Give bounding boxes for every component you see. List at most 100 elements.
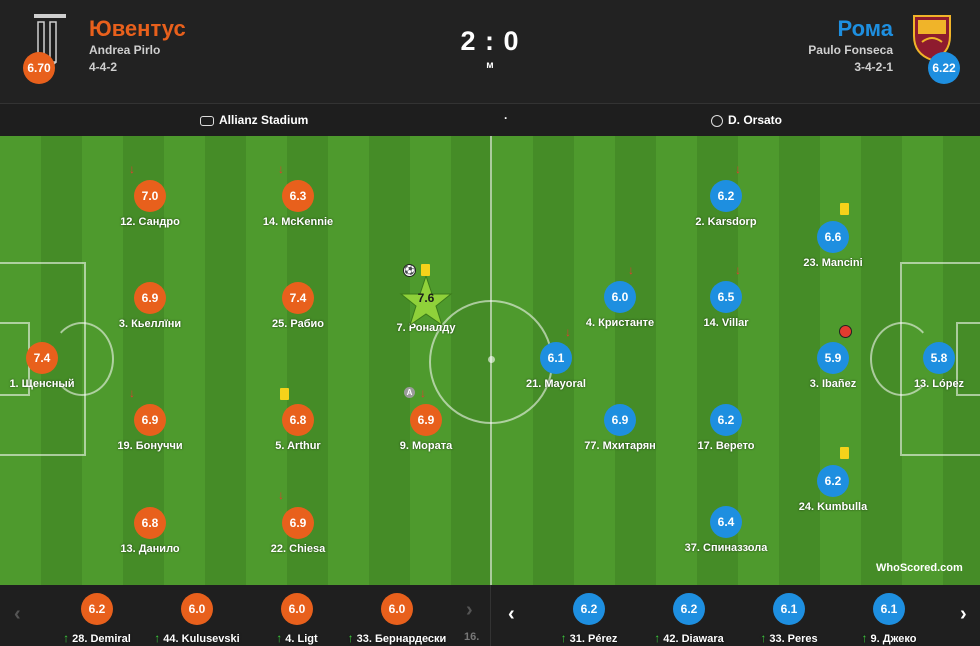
player-home-5[interactable]: 6.8 13. Данило — [90, 507, 210, 555]
player-home-11[interactable]: 6.9 9. Мората — [366, 404, 486, 452]
venue: Allianz Stadium — [200, 113, 308, 127]
sub-away-4[interactable]: 6.1 ↑9. Джеко — [834, 593, 944, 645]
sub-home-3[interactable]: 6.0 ↑4. Ligt — [242, 593, 352, 645]
sub-away-3[interactable]: 6.1 ↑33. Peres — [734, 593, 844, 645]
player-away-4[interactable]: 6.2 24. Kumbulla — [773, 465, 893, 513]
whoscored-logo: WhoScored.com — [876, 562, 963, 574]
player-name: 25. Рабио — [272, 318, 324, 330]
sub-label: 28. Demiral — [72, 633, 131, 645]
player-name: 23. Mancini — [803, 257, 863, 269]
player-rating: 6.2 — [81, 593, 113, 625]
player-name: 37. Спиназзола — [684, 542, 768, 554]
player-name: 13. López — [913, 378, 965, 390]
player-name: 19. Бонуччи — [117, 440, 183, 452]
player-away-1[interactable]: 5.8 13. López — [879, 342, 980, 390]
player-home-4[interactable]: 6.9 19. Бонуччи — [90, 404, 210, 452]
player-name: ↑44. Kulusevski — [142, 631, 252, 645]
player-away-7[interactable]: 6.2 17. Верето — [666, 404, 786, 452]
own-goal-icon — [839, 325, 852, 338]
sub-home-2[interactable]: 6.0 ↑44. Kulusevski — [142, 593, 252, 645]
home-penalty-arc — [50, 322, 114, 396]
away-formation: 3-4-2-1 — [854, 60, 893, 74]
player-home-10[interactable]: 7.6 7. Роналду — [366, 274, 486, 334]
referee-label: D. Orsato — [728, 113, 783, 127]
yellow-card-icon — [280, 388, 289, 400]
arrow-down-icon: ↓ — [420, 386, 426, 400]
player-name: 24. Kumbulla — [798, 501, 868, 513]
sub-label: 33. Peres — [769, 633, 818, 645]
player-home-1[interactable]: 7.4 1. Щенсный — [0, 342, 102, 390]
player-home-6[interactable]: 6.3 14. McKennie — [238, 180, 358, 228]
arrow-down-icon: ↓ — [129, 386, 135, 400]
player-home-7[interactable]: 7.4 25. Рабио — [238, 282, 358, 330]
away-coach: Paulo Fonseca — [808, 43, 893, 57]
player-name: 13. Данило — [120, 543, 180, 555]
player-name: ↑42. Diawara — [634, 631, 744, 645]
player-name: 22. Chiesa — [270, 543, 326, 555]
player-away-10[interactable]: 6.9 77. Мхитарян — [560, 404, 680, 452]
player-name: 4. Кристанте — [585, 317, 655, 329]
player-rating: 6.8 — [282, 404, 314, 436]
player-rating: 6.9 — [282, 507, 314, 539]
player-away-9[interactable]: 6.0 4. Кристанте — [560, 281, 680, 329]
stadium-icon — [200, 115, 214, 126]
chevron-left-icon[interactable]: ‹ — [508, 603, 515, 625]
away-penalty-arc — [870, 322, 934, 396]
arrow-down-icon: ↓ — [565, 325, 571, 339]
home-team-name[interactable]: Ювентус — [89, 16, 186, 41]
sub-label: 33. Бернардески — [356, 633, 447, 645]
player-name: 14. McKennie — [262, 216, 334, 228]
player-away-3[interactable]: 5.9 3. Ibañez — [773, 342, 893, 390]
player-away-8[interactable]: 6.4 37. Спиназзола — [666, 506, 786, 554]
arrow-down-icon: ↓ — [628, 263, 634, 277]
center-spot — [488, 356, 495, 363]
player-rating: 6.2 — [710, 404, 742, 436]
player-name: ↑33. Бернардески — [342, 631, 452, 645]
sub-home-1[interactable]: 6.2 ↑28. Demiral — [42, 593, 152, 645]
info-separator: · — [504, 111, 508, 125]
sub-away-1[interactable]: 6.2 ↑31. Pérez — [534, 593, 644, 645]
chevron-left-icon[interactable]: ‹ — [14, 603, 21, 625]
arrow-up-icon: ↑ — [347, 631, 354, 645]
player-name: 21. Mayoral — [526, 378, 586, 390]
arrow-up-icon: ↑ — [560, 631, 567, 645]
player-rating: 6.9 — [604, 404, 636, 436]
player-name: ↑4. Ligt — [242, 631, 352, 645]
ball-icon: ⚽ — [403, 264, 416, 277]
player-away-2[interactable]: 6.6 23. Mancini — [773, 221, 893, 269]
player-rating: 7.4 — [282, 282, 314, 314]
player-rating: 6.9 — [134, 282, 166, 314]
arrow-down-icon: ↓ — [278, 162, 284, 176]
yellow-card-icon — [421, 264, 430, 276]
player-name: 5. Arthur — [275, 440, 321, 452]
whistle-icon — [711, 114, 723, 127]
player-rating: 6.2 — [673, 593, 705, 625]
player-rating: 6.9 — [134, 404, 166, 436]
player-rating: 6.0 — [281, 593, 313, 625]
player-away-6[interactable]: 6.5 14. Villar — [666, 281, 786, 329]
player-home-3[interactable]: 6.9 3. Кьеллїни — [90, 282, 210, 330]
substitutes-bar: ‹ 6.2 ↑28. Demiral 6.0 ↑44. Kulusevski 6… — [0, 585, 980, 646]
player-name: 1. Щенсный — [9, 378, 75, 390]
sub-away-2[interactable]: 6.2 ↑42. Diawara — [634, 593, 744, 645]
away-team-name[interactable]: Рома — [837, 16, 894, 41]
player-name: 14. Villar — [703, 317, 749, 329]
chevron-right-icon[interactable]: › — [960, 603, 967, 625]
player-name: 17. Верето — [697, 440, 755, 452]
sub-home-cut: 16. — [464, 631, 480, 643]
player-home-2[interactable]: 7.0 12. Сандро — [90, 180, 210, 228]
player-name: 3. Ibañez — [809, 378, 857, 390]
player-away-11[interactable]: 6.1 21. Mayoral — [496, 342, 616, 390]
roma-crest-icon — [910, 12, 954, 62]
player-rating: 7.4 — [26, 342, 58, 374]
chevron-right-icon[interactable]: › — [466, 599, 473, 621]
player-rating: 5.8 — [923, 342, 955, 374]
player-name: ↑31. Pérez — [534, 631, 644, 645]
player-home-9[interactable]: 6.9 22. Chiesa — [238, 507, 358, 555]
player-rating: 6.3 — [282, 180, 314, 212]
sub-home-4[interactable]: 6.0 ↑33. Бернардески — [342, 593, 452, 645]
player-away-5[interactable]: 6.2 2. Karsdorp — [666, 180, 786, 228]
player-home-8[interactable]: 6.8 5. Arthur — [238, 404, 358, 452]
arrow-up-icon: ↑ — [154, 631, 161, 645]
player-rating: 7.6 — [417, 291, 435, 305]
